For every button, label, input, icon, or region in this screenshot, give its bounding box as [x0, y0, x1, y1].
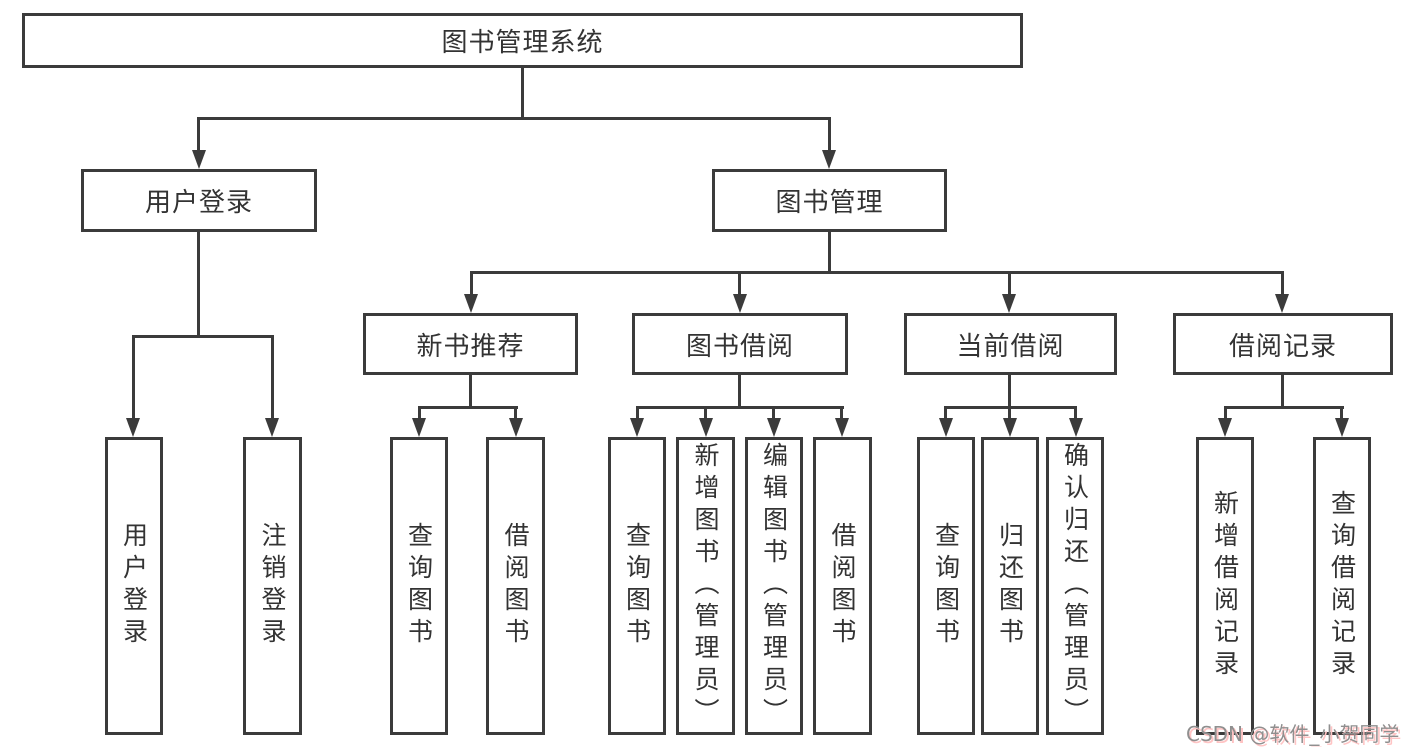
leaf-borrow-add-book-admin: 新增图书（管理员） [676, 437, 735, 735]
arrowhead-icon [412, 418, 426, 437]
leaf-label: 查询图书 [931, 522, 961, 650]
leaf-current-confirm-return-admin: 确认归还（管理员） [1046, 437, 1104, 735]
connector-line [704, 406, 707, 421]
node-user-login: 用户登录 [81, 169, 317, 232]
node-label: 新书推荐 [416, 331, 525, 362]
arrowhead-icon [1002, 294, 1016, 313]
connector-line [470, 271, 1283, 274]
connector-line [1008, 406, 1011, 421]
leaf-label: 借阅图书 [828, 522, 857, 650]
arrowhead-icon [1069, 418, 1083, 437]
arrowhead-icon [509, 418, 523, 437]
leaf-label: 新增图书（管理员） [691, 442, 720, 730]
leaf-label: 归还图书 [995, 522, 1025, 650]
node-label: 图书管理 [775, 188, 884, 218]
connector-line [197, 117, 200, 153]
leaf-label: 用户登录 [119, 522, 149, 650]
node-label: 用户登录 [144, 188, 253, 218]
connector-line [1224, 406, 1344, 409]
leaf-label: 查询图书 [622, 522, 652, 650]
arrowhead-icon [1003, 418, 1017, 437]
leaf-label: 确认归还（管理员） [1060, 442, 1090, 730]
leaf-borrow-borrow-book: 借阅图书 [813, 437, 872, 735]
connector-line [470, 271, 473, 297]
arrowhead-icon [733, 294, 747, 313]
connector-line [132, 335, 135, 421]
arrowhead-icon [265, 418, 279, 437]
arrowhead-icon [1275, 294, 1289, 313]
node-current-borrow: 当前借阅 [904, 313, 1117, 375]
leaf-label: 编辑图书（管理员） [759, 442, 789, 730]
connector-line [132, 335, 274, 338]
leaf-newrec-borrow-book: 借阅图书 [486, 437, 545, 735]
connector-line [1224, 406, 1227, 421]
node-borrow-records: 借阅记录 [1173, 313, 1393, 375]
arrowhead-icon [939, 418, 953, 437]
leaf-record-query-borrow-record: 查询借阅记录 [1313, 437, 1371, 735]
connector-line [1281, 374, 1284, 408]
connector-line [1008, 271, 1011, 297]
arrowhead-icon [630, 418, 644, 437]
arrowhead-icon [126, 418, 140, 437]
leaf-borrow-edit-book-admin: 编辑图书（管理员） [745, 437, 803, 735]
arrowhead-icon [767, 418, 781, 437]
arrowhead-icon [835, 418, 849, 437]
leaf-label: 查询图书 [404, 522, 434, 650]
node-label: 图书管理系统 [441, 28, 604, 58]
node-book-borrow: 图书借阅 [632, 313, 848, 375]
leaf-borrow-query-book: 查询图书 [608, 437, 666, 735]
leaf-label: 借阅图书 [501, 522, 530, 650]
watermark-csdn: CSDN @软件_小贺同学 [1186, 722, 1400, 746]
arrowhead-icon [1335, 418, 1349, 437]
connector-line [828, 117, 831, 153]
leaf-label: 查询借阅记录 [1327, 490, 1357, 682]
leaf-label: 新增借阅记录 [1210, 490, 1240, 682]
connector-line [198, 117, 831, 120]
connector-line [636, 406, 639, 421]
leaf-current-return-book: 归还图书 [981, 437, 1039, 735]
node-label: 当前借阅 [956, 331, 1065, 362]
leaf-logout: 注销登录 [243, 437, 302, 735]
node-label: 借阅记录 [1228, 331, 1337, 362]
arrowhead-icon [699, 418, 713, 437]
leaf-label: 注销登录 [258, 522, 287, 650]
leaf-record-add-borrow-record: 新增借阅记录 [1196, 437, 1254, 735]
connector-line [271, 335, 274, 421]
node-library-management-system: 图书管理系统 [22, 13, 1023, 68]
node-book-management: 图书管理 [712, 169, 947, 232]
leaf-current-query-book: 查询图书 [917, 437, 975, 735]
connector-line [636, 406, 844, 409]
node-label: 图书借阅 [685, 331, 794, 362]
connector-line [1074, 406, 1077, 421]
arrowhead-icon [464, 294, 478, 313]
node-new-book-recommend: 新书推荐 [363, 313, 578, 375]
connector-line [469, 374, 472, 408]
connector-line [514, 406, 517, 421]
arrowhead-icon [822, 150, 836, 169]
leaf-newrec-query-book: 查询图书 [390, 437, 448, 735]
connector-line [944, 406, 947, 421]
connector-line [1008, 374, 1011, 408]
arrowhead-icon [192, 150, 206, 169]
connector-line [1340, 406, 1343, 421]
leaf-user-login: 用户登录 [105, 437, 163, 735]
connector-line [772, 406, 775, 421]
connector-line [197, 232, 200, 337]
connector-line [418, 406, 518, 409]
connector-line [1281, 271, 1284, 297]
connector-line [738, 271, 741, 297]
connector-line [521, 68, 524, 119]
connector-line [828, 232, 831, 273]
arrowhead-icon [1218, 418, 1232, 437]
connector-line [418, 406, 421, 421]
connector-line [840, 406, 843, 421]
connector-line [738, 374, 741, 408]
